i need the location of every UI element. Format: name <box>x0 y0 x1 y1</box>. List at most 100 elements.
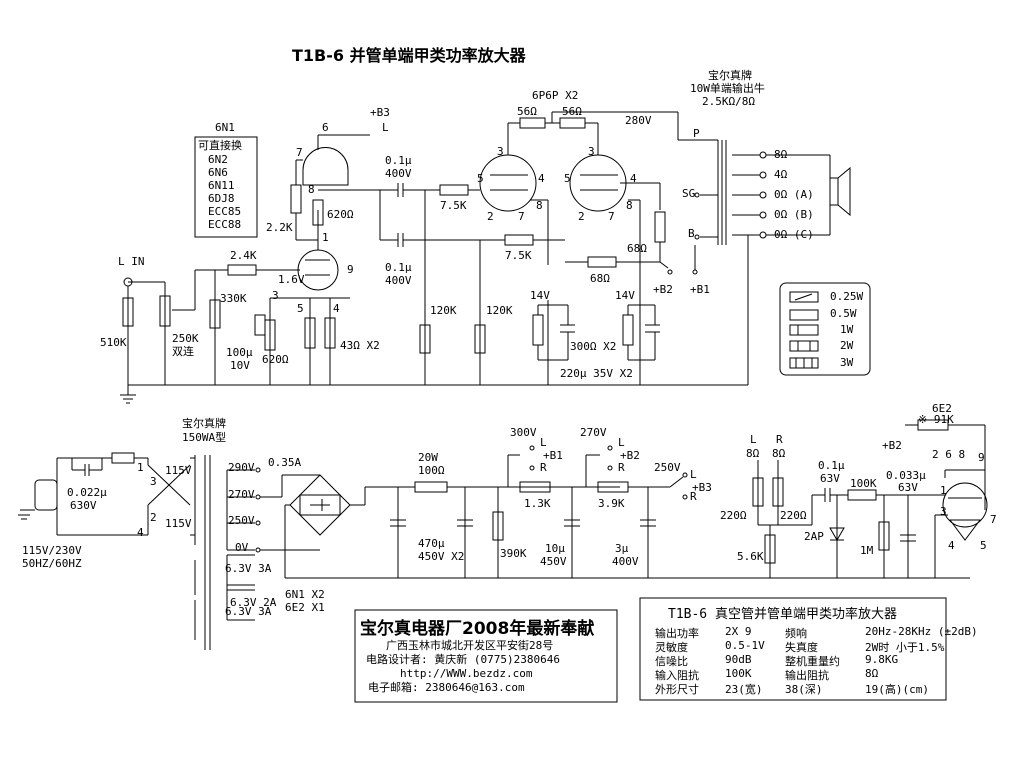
spec-cell: 9.8KG <box>865 653 899 666</box>
label: 1M <box>860 544 874 557</box>
tube-alt: 6N11 <box>208 179 235 192</box>
label: 2AP <box>804 530 824 543</box>
pin-label: 6 <box>322 121 329 134</box>
label: 115V <box>165 464 192 477</box>
resistor-120k-b <box>474 324 486 354</box>
credits-designer: 电路设计者: 黄庆新 (0775)2380646 <box>366 653 560 666</box>
spec-cell: 20Hz-28KHz (±2dB) <box>865 625 978 638</box>
spec-cell: 23(宽) <box>725 683 763 696</box>
label: 620Ω <box>262 353 289 366</box>
tube-alt: 6DJ8 <box>208 192 235 205</box>
resistor-620b <box>264 319 276 351</box>
credits-address: 广西玉林市城北开发区平安街28号 <box>386 639 554 652</box>
pin-label: 9 <box>347 263 354 276</box>
label: 620Ω <box>327 208 354 221</box>
resistor-100-20w <box>414 481 448 493</box>
label: 630V <box>70 499 97 512</box>
label: L IN <box>118 255 145 268</box>
ot-ratio: 2.5KΩ/8Ω <box>702 95 755 108</box>
label: +B1 <box>543 449 563 462</box>
label: 8Ω <box>746 447 760 460</box>
label: 115V <box>165 517 192 530</box>
label: 0.35A <box>268 456 302 469</box>
resistor-390k <box>492 511 504 541</box>
spec-cell: 信噪比 <box>655 655 688 668</box>
resistor-510k <box>122 297 134 327</box>
pin-label: 2 <box>487 210 494 223</box>
label: R <box>690 490 697 503</box>
label: ※ 91K <box>918 413 954 426</box>
spec-cell: 38(深) <box>785 683 823 696</box>
label: 250V <box>228 514 255 527</box>
label: 63V <box>898 481 918 494</box>
label: 56Ω <box>517 105 537 118</box>
pin-label: 5 <box>477 172 484 185</box>
label: +B1 <box>690 283 710 296</box>
pin-label: 3 <box>272 289 279 302</box>
pin-label: 7 <box>608 210 615 223</box>
label: 6.3V 2A <box>230 596 277 609</box>
label: R <box>618 461 625 474</box>
label: 14V <box>615 289 635 302</box>
label: 250K <box>172 332 199 345</box>
mains-socket-icon <box>34 479 58 511</box>
label: 400V <box>385 167 412 180</box>
resistor-56b <box>559 117 586 129</box>
resistor-7k5b <box>504 234 534 246</box>
resistor-220b <box>772 477 784 507</box>
label: 6.3V 3A <box>225 605 272 618</box>
resistor-5k6 <box>764 534 776 564</box>
label: 7.5K <box>505 249 532 262</box>
legend-label: 2W <box>840 339 854 352</box>
label: 63V <box>820 472 840 485</box>
resistor-2k4 <box>227 264 257 276</box>
resistor-620 <box>312 199 324 226</box>
pin-label: 4 <box>630 172 637 185</box>
legend-label: 3W <box>840 356 854 369</box>
label: 0Ω (A) <box>774 188 814 201</box>
label: L <box>618 436 625 449</box>
label: 1.6V <box>278 273 305 286</box>
power-tube-b <box>569 154 627 212</box>
resistor-220a <box>752 477 764 507</box>
page-title: T1B-6 并管单端甲类功率放大器 <box>292 46 526 65</box>
ot-brand: 宝尔真牌 <box>708 69 752 82</box>
pin-label: 4 <box>538 172 545 185</box>
label: 10μ <box>545 542 565 555</box>
label: 43Ω X2 <box>340 339 380 352</box>
label: +B2 <box>653 283 673 296</box>
pin-label: 4 <box>948 539 955 552</box>
label: +B3 <box>692 481 712 494</box>
label: B <box>688 227 695 240</box>
label: 1 <box>137 461 144 474</box>
credits-url: http://WWW.bezdz.com <box>400 667 533 680</box>
spec-cell: 灵敏度 <box>655 641 688 654</box>
tube-alt: 6N2 <box>208 153 228 166</box>
credits-panel: 宝尔真电器厂2008年最新奉献 广西玉林市城北开发区平安街28号 电路设计者: … <box>360 614 615 695</box>
label: 4Ω <box>774 168 788 181</box>
label: 0.022μ <box>67 486 107 499</box>
label: 0Ω (B) <box>774 208 814 221</box>
credits-email: 电子邮箱: 2380646@163.com <box>368 681 525 694</box>
pin-label: 8 <box>626 199 633 212</box>
spec-cell: 100K <box>725 667 752 680</box>
power-tube-a <box>479 154 537 212</box>
label: +B2 <box>882 439 902 452</box>
tube-6n1-upper <box>302 147 349 186</box>
label: SG <box>682 187 696 200</box>
diode-2ap <box>829 527 845 541</box>
label: 270V <box>228 488 255 501</box>
spec-cell: 失真度 <box>785 641 818 654</box>
label: +B3 <box>370 106 390 119</box>
label: R <box>776 433 783 446</box>
pin-label: 1 <box>940 484 947 497</box>
spec-cell: 整机重量约 <box>785 655 840 668</box>
resistor-1k3 <box>519 481 551 493</box>
pot-250k <box>159 295 171 327</box>
label: 450V <box>540 555 567 568</box>
label: 400V <box>612 555 639 568</box>
resistor-120k-a <box>419 324 431 354</box>
tube-6e2 <box>942 482 988 528</box>
spec-cell: 0.5-1V <box>725 639 765 652</box>
